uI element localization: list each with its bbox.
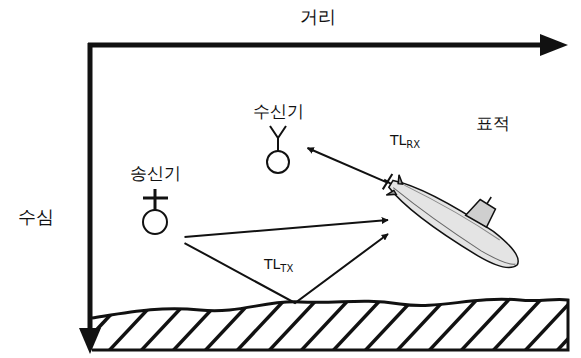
axis-label: 거리 [300,6,336,28]
loss-label: TLRX [388,131,422,154]
device-label: 표적 [476,112,510,134]
device-node: 송신기 [126,162,185,248]
sound-path [185,220,389,237]
axes [79,34,568,354]
transmitter-symbol [143,189,168,234]
receiver-symbol [267,126,289,173]
sound-path [185,234,389,303]
seabed-outline [92,299,568,350]
device-node: 수신기 [249,100,308,176]
device-label: 수신기 [253,100,304,122]
sound-path [308,148,389,183]
seabed-hatch [40,292,581,356]
loss-label: TLTX [262,255,295,278]
submarine-figure [376,144,540,276]
axis-label: 수심 [18,206,54,228]
device-label: 송신기 [130,162,181,184]
edges [185,148,389,303]
